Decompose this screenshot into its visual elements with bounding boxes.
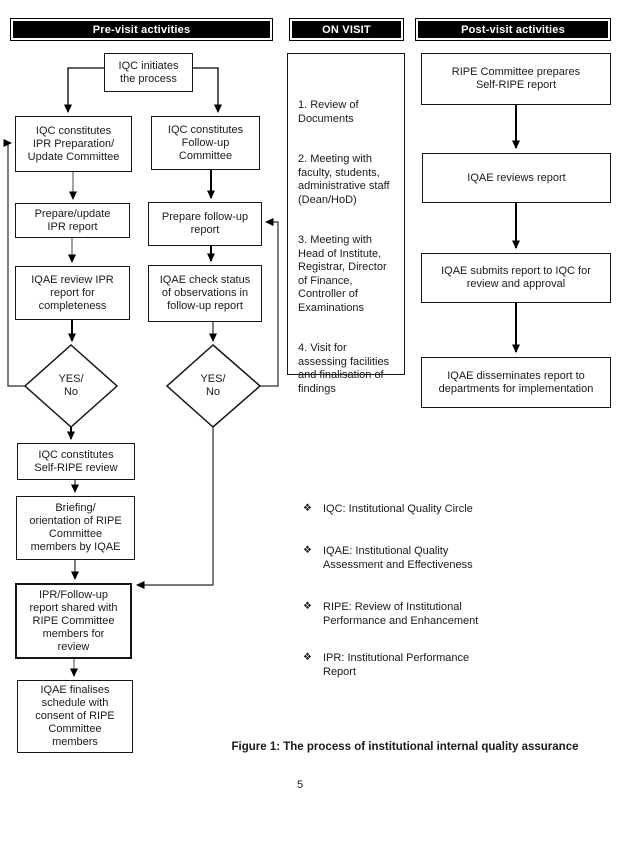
- legend-item-ripe: ❖ RIPE: Review of Institutional Performa…: [303, 600, 593, 628]
- node-briefing-orientation: Briefing/ orientation of RIPE Committee …: [16, 496, 135, 560]
- on-visit-item-3: 3. Meeting with Head of Institute, Regis…: [298, 234, 387, 314]
- node-iqc-initiates: IQC initiates the process: [104, 53, 193, 92]
- legend-item-iqae: ❖ IQAE: Institutional Quality Assessment…: [303, 544, 593, 572]
- legend-text-ipr: IPR: Institutional Performance Report: [323, 652, 470, 678]
- header-pre-visit-label: Pre-visit activities: [13, 21, 270, 38]
- legend-text-ripe: RIPE: Review of Institutional Performanc…: [323, 601, 479, 627]
- node-prepare-followup: Prepare follow-up report: [148, 202, 262, 246]
- node-followup-committee: IQC constitutes Follow-up Committee: [151, 116, 260, 170]
- on-visit-item-4: 4. Visit for assessing facilities and fi…: [298, 342, 390, 395]
- figure-caption: Figure 1: The process of institutional i…: [231, 741, 579, 753]
- node-iqae-submits: IQAE submits report to IQC for review an…: [421, 253, 611, 303]
- node-self-ripe-review: IQC constitutes Self-RIPE review: [17, 443, 135, 480]
- legend-text-iqae: IQAE: Institutional Quality Assessment a…: [323, 545, 473, 571]
- page-number: 5: [296, 779, 304, 791]
- header-post-visit: Post-visit activities: [415, 18, 611, 41]
- diamond-bullet-icon: ❖: [303, 503, 312, 514]
- legend-item-iqc: ❖ IQC: Institutional Quality Circle: [303, 502, 593, 516]
- on-visit-item-2: 2. Meeting with faculty, students, admin…: [298, 153, 390, 206]
- header-on-visit-label: ON VISIT: [292, 21, 401, 38]
- node-iqae-reviews: IQAE reviews report: [422, 153, 611, 203]
- node-ipr-committee: IQC constitutes IPR Preparation/ Update …: [15, 116, 132, 172]
- header-post-visit-label: Post-visit activities: [418, 21, 608, 38]
- node-ripe-prepares: RIPE Committee prepares Self-RIPE report: [421, 53, 611, 105]
- node-on-visit-list: 1. Review of Documents 2. Meeting with f…: [287, 53, 405, 395]
- header-on-visit: ON VISIT: [289, 18, 404, 41]
- on-visit-item-1: 1. Review of Documents: [298, 99, 359, 125]
- diamond-bullet-icon: ❖: [303, 652, 312, 663]
- node-iqae-disseminates: IQAE disseminates report to departments …: [421, 357, 611, 408]
- decision-label-ipr: YES/ No: [58, 373, 84, 398]
- legend-text-iqc: IQC: Institutional Quality Circle: [323, 503, 473, 515]
- decision-label-followup: YES/ No: [200, 373, 226, 398]
- node-prepare-update-ipr: Prepare/update IPR report: [15, 203, 130, 238]
- diamond-bullet-icon: ❖: [303, 545, 312, 556]
- legend-item-ipr: ❖ IPR: Institutional Performance Report: [303, 651, 593, 679]
- node-iqae-review-ipr: IQAE review IPR report for completeness: [15, 266, 130, 320]
- node-iqae-check-status: IQAE check status of observations in fol…: [148, 265, 262, 322]
- header-pre-visit: Pre-visit activities: [10, 18, 273, 41]
- diamond-bullet-icon: ❖: [303, 601, 312, 612]
- node-iqae-finalises: IQAE finalises schedule with consent of …: [17, 680, 133, 753]
- node-ipr-shared: IPR/Follow-up report shared with RIPE Co…: [15, 583, 132, 659]
